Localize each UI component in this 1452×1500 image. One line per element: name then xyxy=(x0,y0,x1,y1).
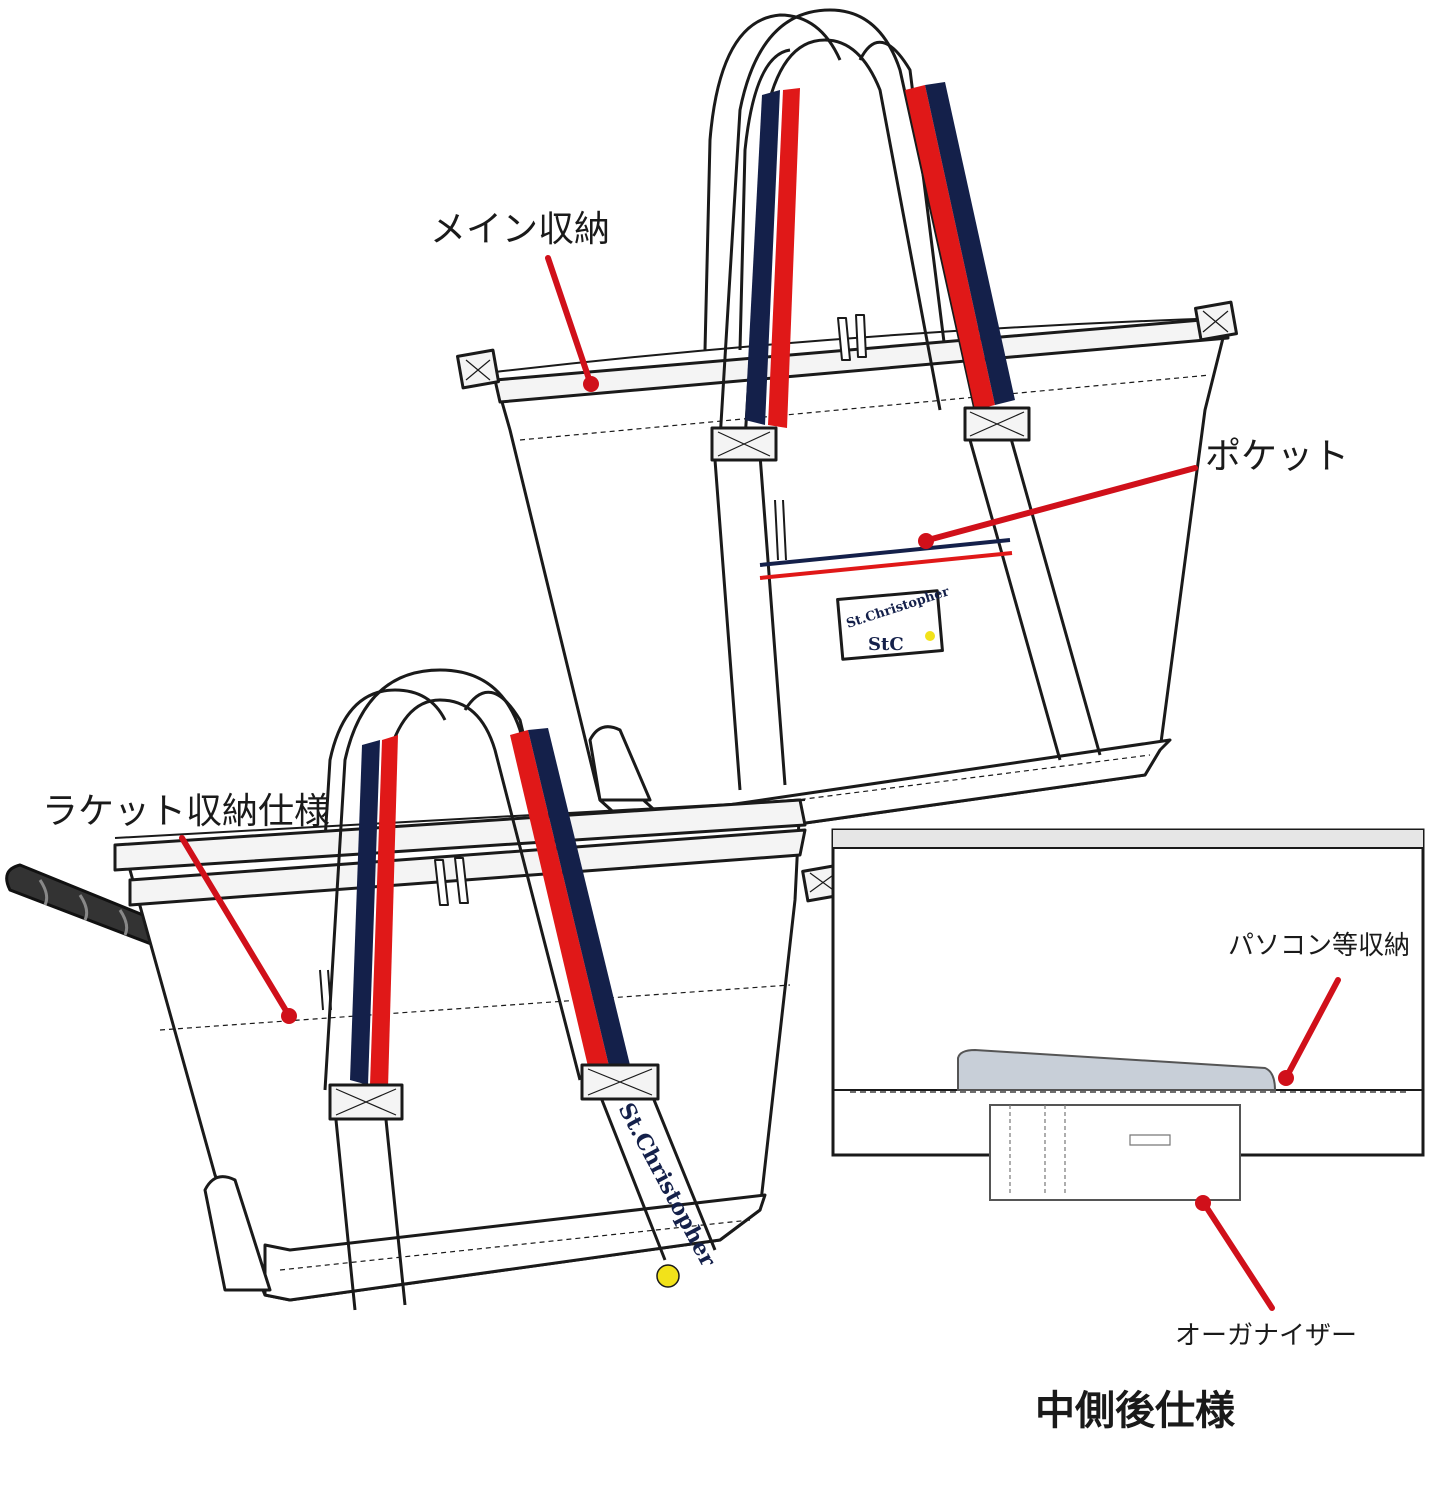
badge-mark-logo: StC xyxy=(868,634,904,655)
pointer-organizer xyxy=(1202,1202,1275,1311)
top-bag xyxy=(455,8,1239,847)
pc-storage-label: パソコン等収納 xyxy=(1228,931,1411,961)
top-zip-tab-left xyxy=(455,348,501,390)
tennis-ball-icon xyxy=(656,1264,680,1288)
top-strap-stripe-left xyxy=(745,90,780,425)
bottom-strap-stripe-right xyxy=(510,730,610,1075)
pointer-main-storage xyxy=(545,255,593,385)
pointer-racket xyxy=(179,835,291,1017)
pointer-pocket xyxy=(925,465,1198,543)
top-back-handle-right xyxy=(858,40,947,351)
organizer-pocket xyxy=(989,1104,1241,1201)
bottom-bag xyxy=(5,668,845,1311)
interior-panel xyxy=(831,828,1425,1201)
top-logo-badge xyxy=(836,589,944,661)
organizer-label: オーガナイザー xyxy=(1175,1321,1358,1351)
inside-back-caption: 中側後仕様 xyxy=(1035,1388,1235,1434)
pointer-pc xyxy=(1284,977,1341,1079)
top-strap-stripe-right xyxy=(905,85,995,410)
main-storage-label: メイン収納 xyxy=(430,209,611,250)
racket-storage-label: ラケット収納仕様 xyxy=(42,791,331,832)
top-zipper-pull xyxy=(837,314,867,361)
pocket-label: ポケット xyxy=(1205,436,1350,477)
top-front-pocket-zip xyxy=(759,538,1011,567)
laptop-icon xyxy=(957,1048,1277,1091)
pointers xyxy=(179,255,1341,1311)
bottom-strap-stripe-left xyxy=(350,740,380,1085)
